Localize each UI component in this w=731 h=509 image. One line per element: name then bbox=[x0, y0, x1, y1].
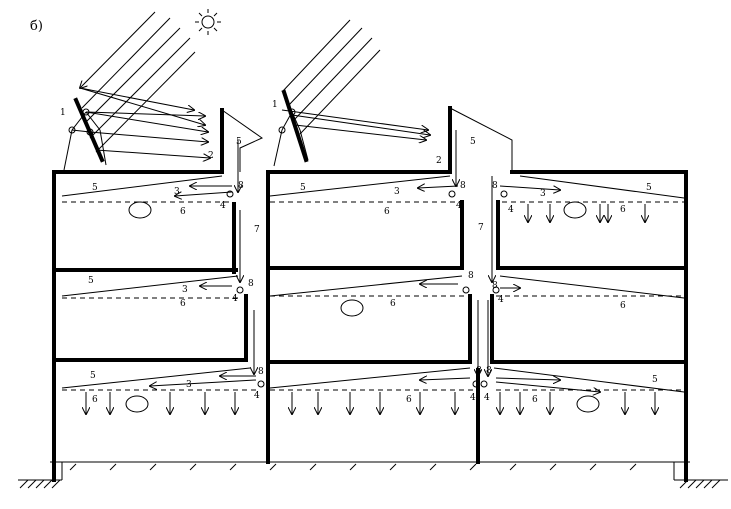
svg-text:4: 4 bbox=[220, 201, 226, 211]
shaft-light-arrows bbox=[238, 130, 492, 376]
svg-text:3: 3 bbox=[186, 380, 192, 390]
svg-text:5: 5 bbox=[236, 137, 242, 147]
svg-text:3: 3 bbox=[182, 285, 188, 295]
building-structure bbox=[52, 106, 688, 482]
svg-text:4: 4 bbox=[498, 295, 504, 305]
ceiling-reflectors bbox=[61, 175, 685, 393]
number-labels: 1 1 2 2 3 3 3 3 3 4 4 4 4 4 4 4 4 5 5 5 … bbox=[60, 100, 658, 405]
shaft-nodes bbox=[226, 190, 508, 388]
svg-text:8: 8 bbox=[492, 181, 498, 191]
svg-text:8: 8 bbox=[492, 281, 498, 291]
room-light-arrows bbox=[150, 186, 600, 392]
svg-text:7: 7 bbox=[254, 225, 260, 235]
svg-text:5: 5 bbox=[90, 371, 96, 381]
diffuser-planes bbox=[62, 201, 684, 391]
svg-text:5: 5 bbox=[646, 183, 652, 193]
svg-text:5: 5 bbox=[88, 276, 94, 286]
heliostat-left bbox=[63, 97, 107, 171]
svg-text:1: 1 bbox=[60, 108, 66, 118]
svg-text:1: 1 bbox=[272, 100, 278, 110]
svg-text:8: 8 bbox=[486, 366, 492, 376]
svg-text:5: 5 bbox=[470, 137, 476, 147]
svg-text:6: 6 bbox=[390, 299, 396, 309]
svg-text:8: 8 bbox=[238, 181, 244, 191]
svg-text:7: 7 bbox=[478, 223, 484, 233]
svg-text:6: 6 bbox=[620, 205, 626, 215]
svg-text:6: 6 bbox=[384, 207, 390, 217]
svg-text:8: 8 bbox=[248, 279, 254, 289]
svg-text:4: 4 bbox=[254, 391, 260, 401]
svg-text:6: 6 bbox=[92, 395, 98, 405]
svg-text:8: 8 bbox=[460, 181, 466, 191]
ground bbox=[18, 461, 728, 489]
svg-text:5: 5 bbox=[652, 375, 658, 385]
lamp-icon bbox=[125, 201, 600, 413]
sun-rays bbox=[80, 11, 381, 153]
svg-text:8: 8 bbox=[258, 367, 264, 377]
svg-text:6: 6 bbox=[620, 301, 626, 311]
svg-text:4: 4 bbox=[470, 393, 476, 403]
svg-text:6: 6 bbox=[406, 395, 412, 405]
figure-label: б) bbox=[30, 19, 43, 34]
svg-text:4: 4 bbox=[456, 201, 462, 211]
svg-text:5: 5 bbox=[300, 183, 306, 193]
svg-text:4: 4 bbox=[508, 205, 514, 215]
svg-text:3: 3 bbox=[540, 189, 546, 199]
svg-text:6: 6 bbox=[180, 207, 186, 217]
svg-text:4: 4 bbox=[232, 294, 238, 304]
reflected-rays bbox=[79, 87, 430, 158]
svg-text:4: 4 bbox=[484, 393, 490, 403]
svg-text:8: 8 bbox=[476, 366, 482, 376]
svg-text:2: 2 bbox=[436, 156, 442, 166]
downward-light-arrows bbox=[86, 204, 655, 414]
svg-text:5: 5 bbox=[92, 183, 98, 193]
sun-icon bbox=[195, 9, 221, 35]
svg-text:6: 6 bbox=[532, 395, 538, 405]
svg-text:3: 3 bbox=[174, 187, 180, 197]
svg-text:6: 6 bbox=[180, 299, 186, 309]
svg-text:3: 3 bbox=[394, 187, 400, 197]
svg-text:8: 8 bbox=[468, 271, 474, 281]
svg-text:2: 2 bbox=[208, 151, 214, 161]
